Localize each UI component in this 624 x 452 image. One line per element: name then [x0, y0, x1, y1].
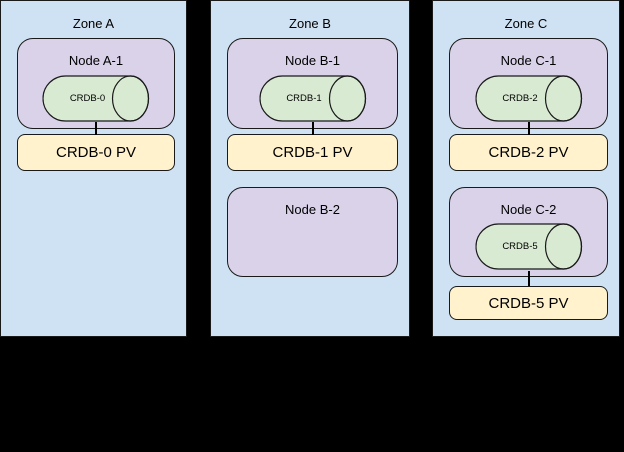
node-c2: Node C-2 CRDB-5	[449, 187, 608, 277]
crdb-2-pv: CRDB-2 PV	[449, 134, 608, 171]
crdb-5-pv: CRDB-5 PV	[449, 286, 608, 320]
node-b2: Node B-2	[227, 187, 398, 277]
cylinder-shape	[475, 75, 582, 122]
crdb-0-pv-label: CRDB-0 PV	[55, 144, 137, 161]
node-c1: Node C-1 CRDB-2	[449, 38, 608, 129]
crdb-2-label: CRDB-2	[502, 93, 538, 104]
crdb-0-label: CRDB-0	[69, 93, 106, 104]
node-c1-label: Node C-1	[500, 53, 557, 68]
node-b2-unit: Node B-2	[227, 187, 398, 319]
crdb-1-pv: CRDB-1 PV	[227, 134, 398, 171]
node-a1: Node A-1 CRDB-0	[17, 38, 175, 129]
node-c2-unit: Node C-2 CRDB-5 CRDB-5 PV	[449, 187, 608, 320]
crdb-1-cylinder-icon: CRDB-1	[259, 75, 366, 122]
crdb-0-cylinder-icon: CRDB-0	[42, 75, 150, 122]
node-a1-unit: Node A-1 CRDB-0 CRDB-0 PV	[17, 38, 175, 171]
node-c2-label: Node C-2	[500, 202, 557, 217]
cylinder-shape	[259, 75, 366, 122]
crdb-1-pv-label: CRDB-1 PV	[272, 144, 353, 161]
cylinder-shape	[475, 223, 582, 270]
zone-b-label: Zone B	[289, 16, 331, 31]
node-c1-pv-connector-line	[527, 122, 530, 135]
node-b2-label: Node B-2	[285, 202, 340, 217]
zone-c-label: Zone C	[504, 16, 548, 31]
crdb-5-cylinder-icon: CRDB-5	[475, 223, 582, 270]
zone-b: Zone B Node B-1 CRDB-1 CRDB-1 PV Node B-…	[210, 0, 410, 337]
crdb-0-pv: CRDB-0 PV	[17, 134, 175, 171]
node-b1-label: Node B-1	[285, 53, 340, 68]
crdb-2-cylinder-icon: CRDB-2	[475, 75, 582, 122]
cylinder-shape	[42, 75, 150, 122]
zone-a: Zone A Node A-1 CRDB-0 CRDB-0 PV	[0, 0, 187, 337]
crdb-5-label: CRDB-5	[502, 241, 538, 252]
node-a1-label: Node A-1	[68, 53, 124, 68]
node-b1-unit: Node B-1 CRDB-1 CRDB-1 PV	[227, 38, 398, 171]
zone-c: Zone C Node C-1 CRDB-2 CRDB-2 PV Node C-…	[432, 0, 620, 337]
node-c2-pv-connector-line	[527, 271, 530, 286]
node-a1-pv-connector-line	[95, 122, 97, 135]
zone-a-label: Zone A	[72, 16, 115, 31]
crdb-1-label: CRDB-1	[286, 93, 322, 104]
node-b1: Node B-1 CRDB-1	[227, 38, 398, 129]
crdb-5-pv-label: CRDB-5 PV	[488, 294, 569, 312]
node-c1-unit: Node C-1 CRDB-2 CRDB-2 PV	[449, 38, 608, 171]
crdb-2-pv-label: CRDB-2 PV	[488, 144, 569, 161]
node-b1-pv-connector-line	[311, 122, 314, 135]
